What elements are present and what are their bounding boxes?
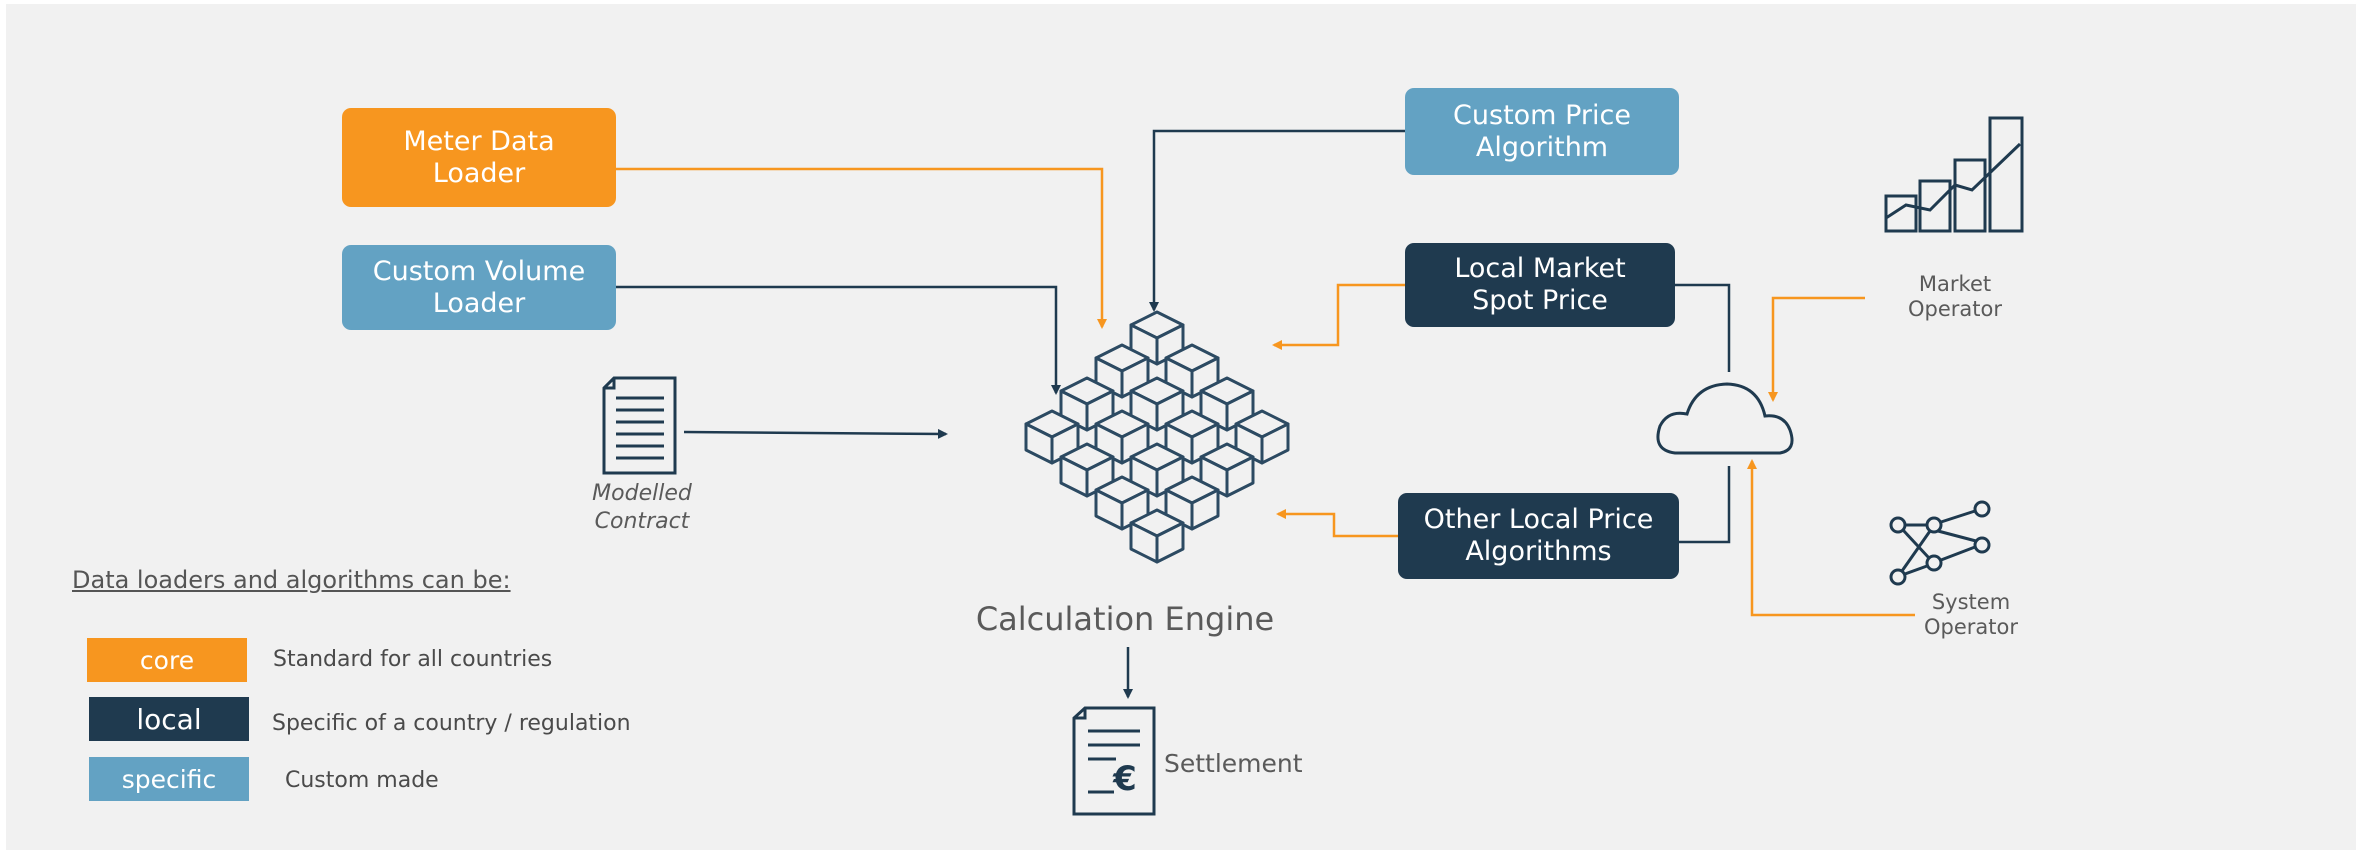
spot-price-cloud-link bbox=[1675, 283, 1731, 372]
modelled-contract-label: Modelled Contract bbox=[592, 481, 692, 534]
settlement-label: Settlement bbox=[1164, 749, 1303, 778]
bar-chart-icon bbox=[1884, 116, 2024, 233]
cube-face bbox=[1190, 488, 1220, 531]
legend-local-description: Specific of a country / regulation bbox=[272, 711, 631, 736]
other-local-price-algorithms-box: Other Local Price Algorithms bbox=[1398, 493, 1679, 579]
legend-title: Data loaders and algorithms can be: bbox=[72, 566, 511, 594]
legend-specific-description: Custom made bbox=[285, 768, 439, 793]
system-operator-arrow bbox=[1747, 459, 1915, 617]
cloud-icon bbox=[1656, 382, 1794, 455]
other-price-to-engine-arrow bbox=[1276, 509, 1398, 538]
legend-specific-swatch: specific bbox=[89, 757, 249, 801]
local-market-spot-price-box: Local Market Spot Price bbox=[1405, 243, 1675, 327]
calculation-engine-label: Calculation Engine bbox=[975, 600, 1275, 638]
cube-grid-icon bbox=[1024, 310, 1290, 564]
volume-to-engine-arrow bbox=[616, 285, 1061, 395]
legend-local-swatch: local bbox=[89, 697, 249, 741]
market-operator-label: Market Operator bbox=[1908, 272, 2002, 321]
system-operator-label: System Operator bbox=[1924, 590, 2018, 639]
legend-core-description: Standard for all countries bbox=[273, 647, 553, 672]
cube-face bbox=[1260, 422, 1290, 465]
cube-face bbox=[1155, 521, 1185, 564]
custom-price-algorithm-box: Custom Price Algorithm bbox=[1405, 88, 1679, 175]
cube-face bbox=[1225, 455, 1255, 498]
custom-volume-loader-box: Custom Volume Loader bbox=[342, 245, 616, 330]
price-to-engine-arrow bbox=[1149, 129, 1405, 312]
network-icon bbox=[1889, 500, 1991, 586]
meter-data-loader-box: Meter Data Loader bbox=[342, 108, 616, 207]
euro-document-icon: € bbox=[1072, 706, 1156, 816]
contract-to-engine-arrow bbox=[683, 428, 948, 439]
svg-text:€: € bbox=[1112, 759, 1137, 799]
meter-to-engine-arrow bbox=[616, 167, 1107, 329]
spot-price-to-engine-arrow bbox=[1272, 283, 1405, 350]
other-price-cloud-link bbox=[1679, 466, 1731, 544]
legend-core-swatch: core bbox=[87, 638, 247, 682]
document-icon bbox=[602, 376, 677, 475]
market-operator-arrow bbox=[1768, 296, 1865, 402]
